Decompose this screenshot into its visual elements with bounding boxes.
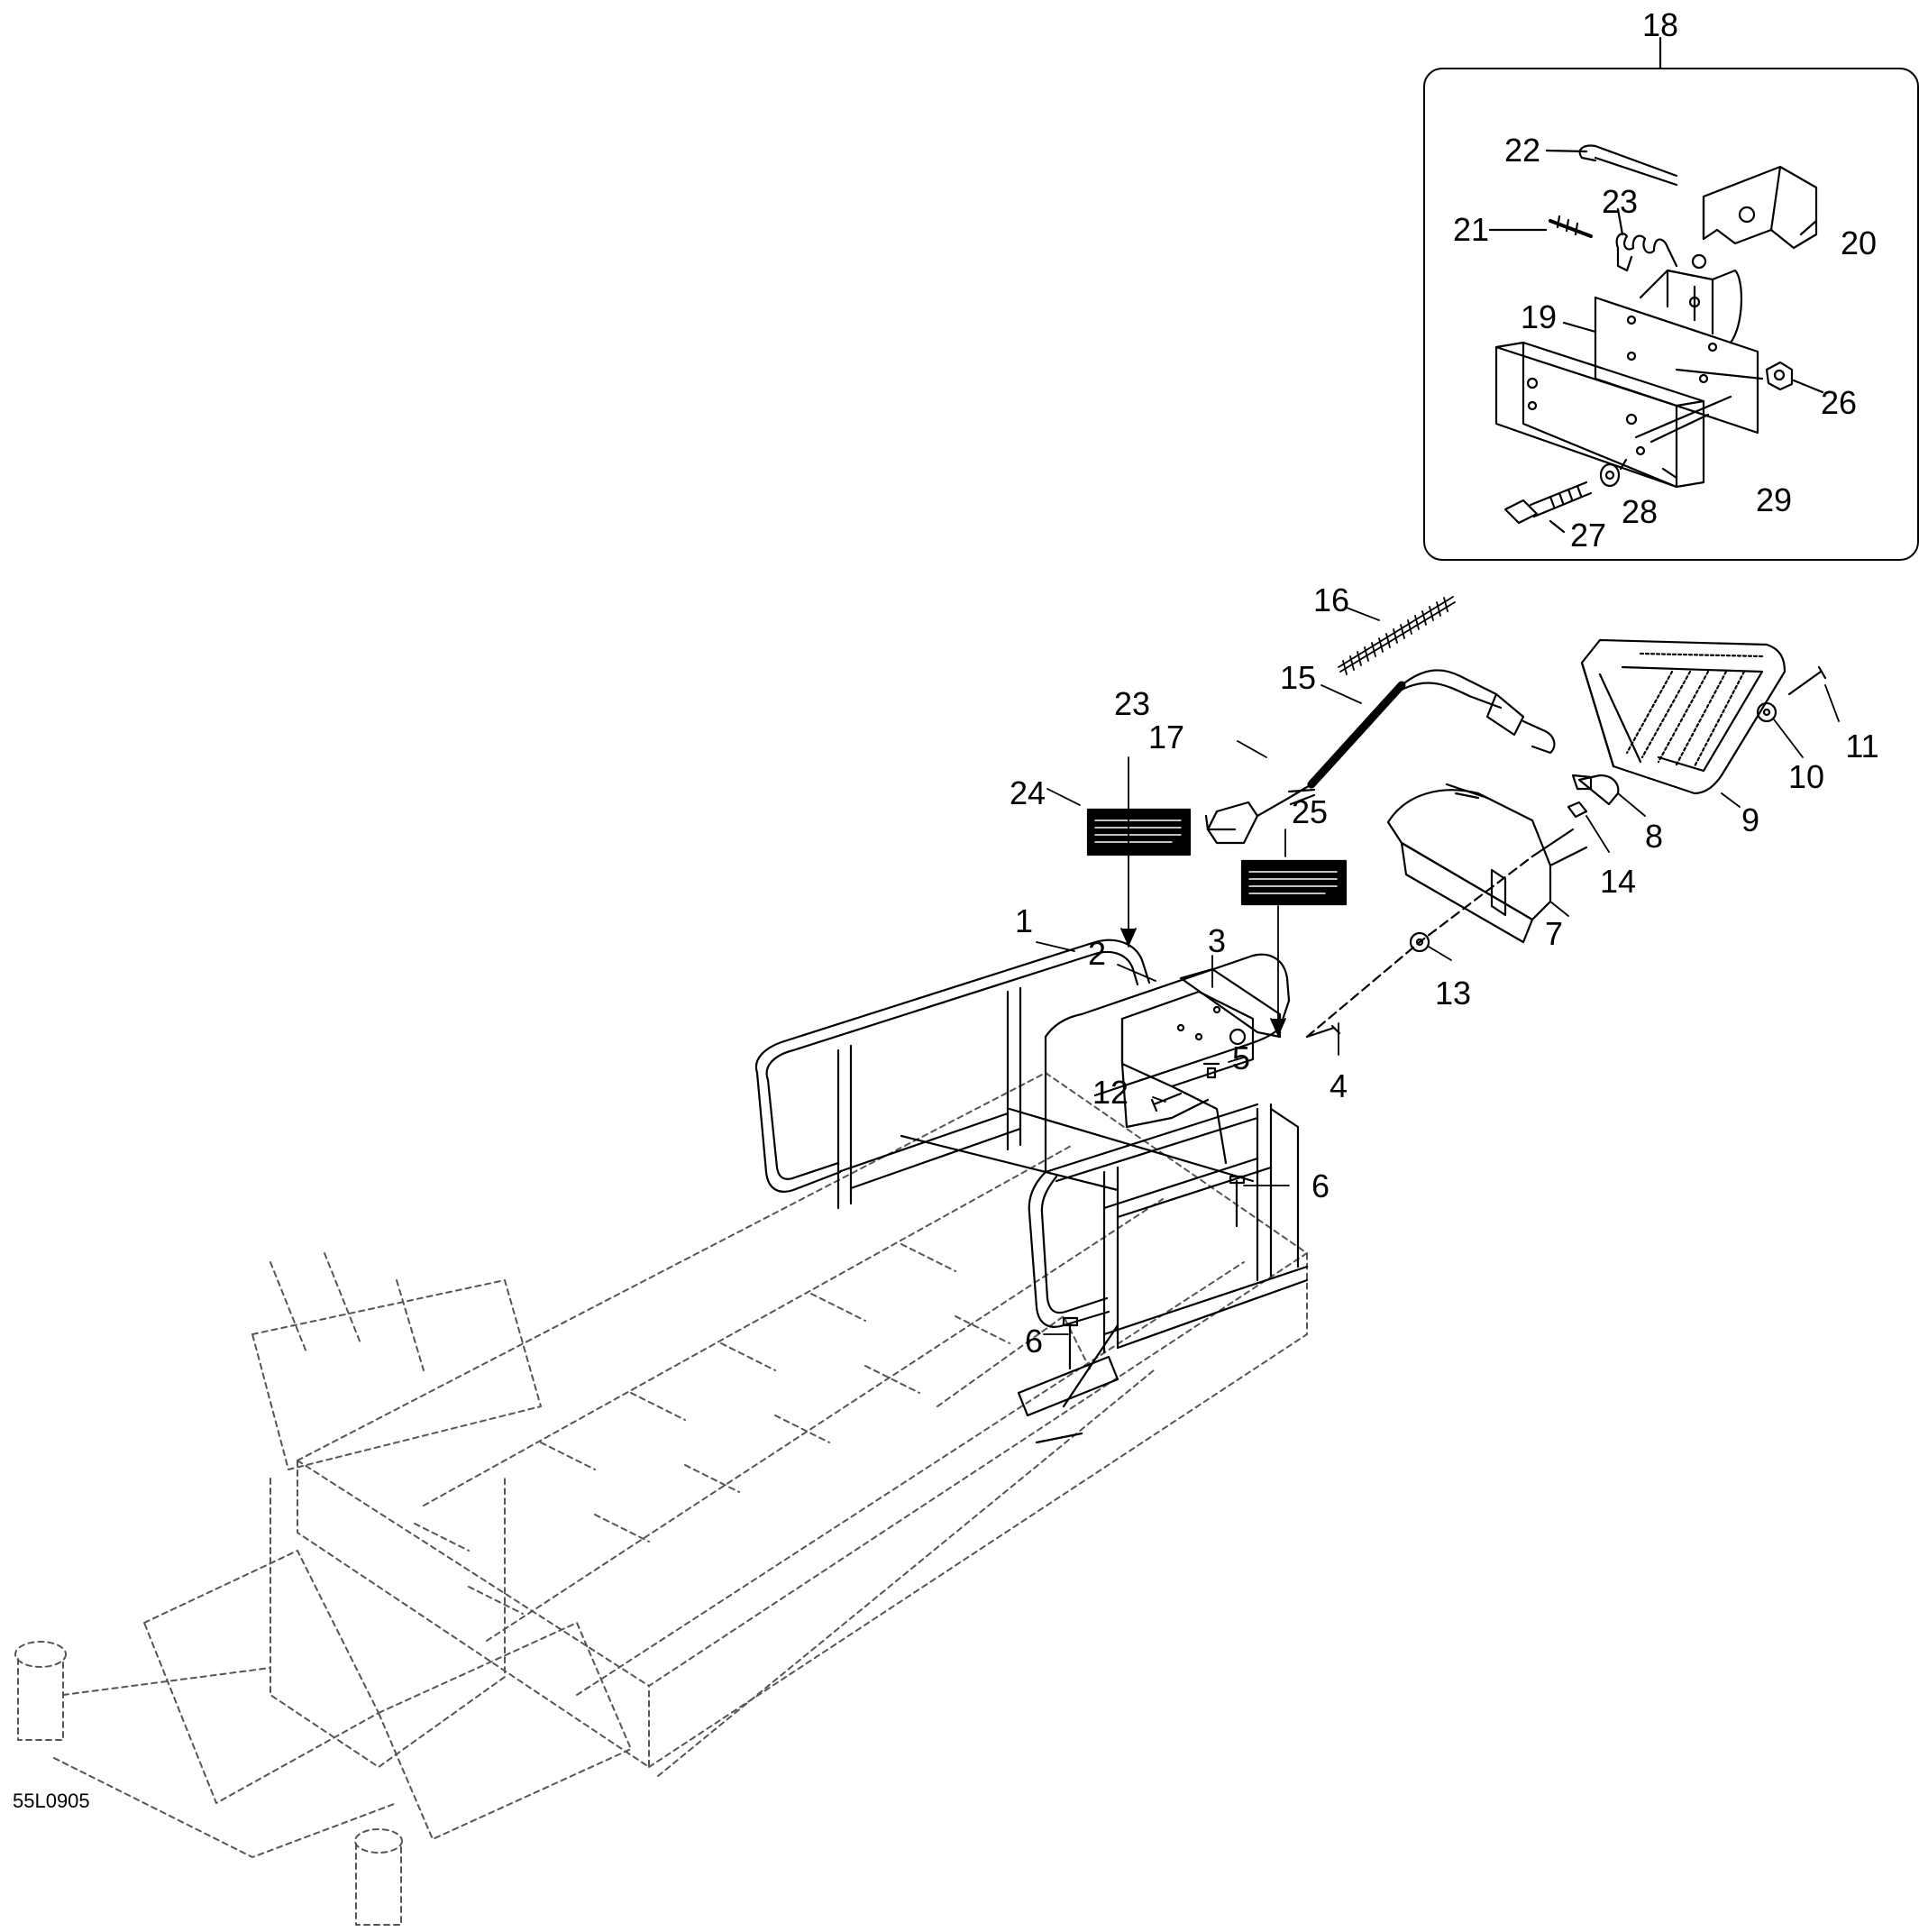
reflector-decal (1179, 967, 1282, 1039)
callout-24: 24 (1009, 774, 1046, 811)
callout-13: 13 (1434, 975, 1472, 1012)
hitch-inset (1423, 36, 1919, 561)
callout-23: 23 (1113, 685, 1151, 722)
callout-27: 27 (1569, 517, 1607, 554)
callout-6-right: 6 (1311, 1167, 1330, 1204)
rivet (1202, 1062, 1220, 1079)
screw (1150, 1092, 1183, 1113)
callout-19: 19 (1520, 298, 1558, 335)
callout-9: 9 (1741, 801, 1760, 838)
callout-15: 15 (1279, 659, 1317, 696)
callout-18: 18 (1641, 6, 1679, 43)
spiral-wrap (1338, 596, 1456, 675)
tail-light-housing (1386, 783, 1588, 944)
callout-14: 14 (1599, 863, 1637, 900)
warning-decal-25 (1240, 859, 1348, 906)
callout-1: 1 (1014, 902, 1034, 939)
pin (1305, 1024, 1341, 1039)
callout-7: 7 (1544, 915, 1564, 952)
callout-2: 2 (1087, 935, 1107, 972)
callout-16: 16 (1312, 581, 1350, 618)
rear-rack (754, 939, 1309, 1444)
callout-17: 17 (1147, 719, 1185, 755)
bolt (1062, 1316, 1079, 1370)
callout-23-inset: 23 (1601, 183, 1639, 220)
callout-28: 28 (1621, 493, 1659, 530)
callout-10: 10 (1787, 758, 1825, 795)
callout-4: 4 (1329, 1067, 1348, 1104)
light-bracket (1120, 990, 1255, 1165)
callout-26: 26 (1820, 384, 1858, 421)
drawing-code: 55L0905 (13, 1790, 90, 1812)
wiring-harness (1204, 669, 1556, 845)
callout-25: 25 (1291, 793, 1329, 830)
bolt (1229, 1175, 1246, 1228)
callout-5: 5 (1231, 1039, 1251, 1076)
callout-12: 12 (1092, 1074, 1129, 1111)
callout-20: 20 (1840, 224, 1878, 261)
leader-lines (1036, 607, 1840, 1335)
nut (1567, 801, 1588, 819)
tail-light-lens (1580, 638, 1786, 795)
callout-8: 8 (1644, 818, 1664, 855)
washer (1756, 701, 1777, 723)
callout-3: 3 (1207, 922, 1227, 959)
screw (1787, 665, 1827, 696)
callout-11: 11 (1845, 728, 1879, 765)
warning-decal-24 (1086, 808, 1192, 856)
chassis-frame-ghost (14, 1072, 1308, 1926)
callout-29: 29 (1755, 481, 1793, 518)
callout-21: 21 (1452, 211, 1490, 248)
washer (1409, 931, 1430, 953)
callout-6-left: 6 (1024, 1323, 1044, 1360)
callout-22: 22 (1503, 132, 1541, 169)
